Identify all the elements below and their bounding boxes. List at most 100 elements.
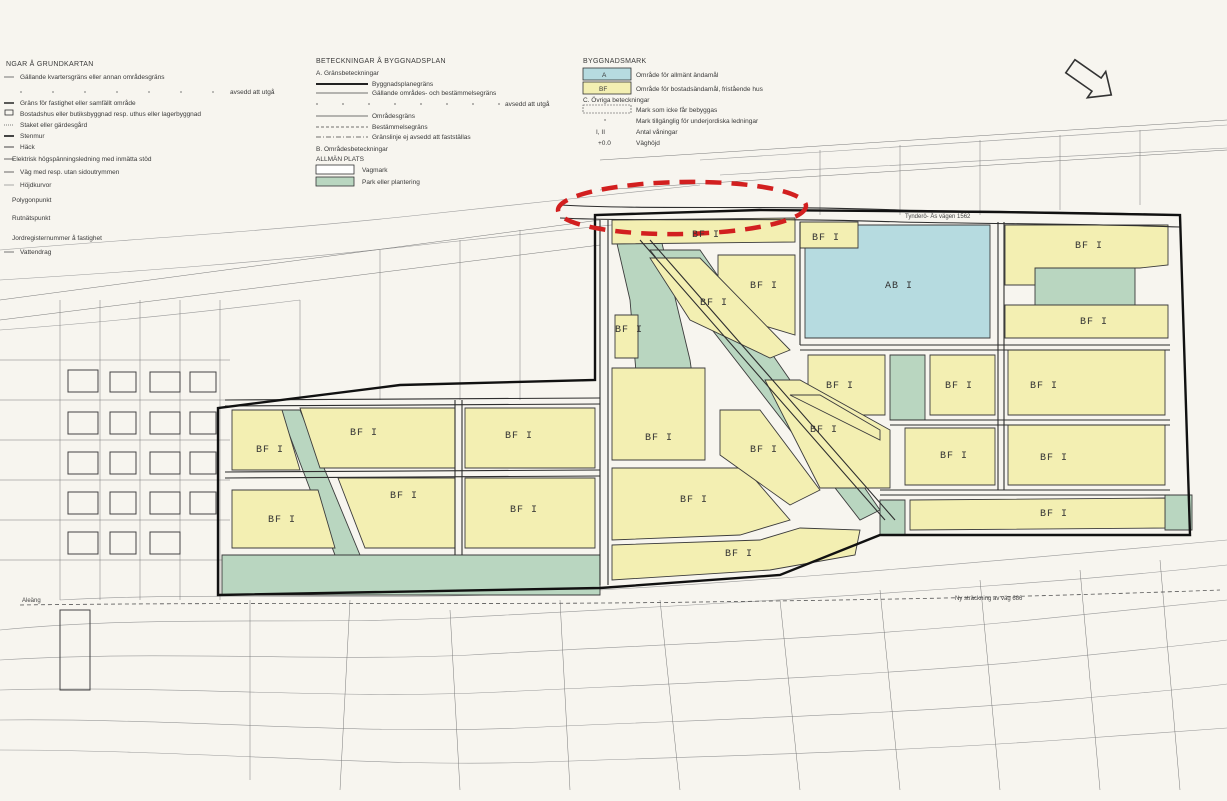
legend-mark-symbol: ▫	[604, 117, 606, 124]
zone-label: BF I	[1080, 317, 1108, 328]
legend-base-item: Bostadshus eller butiksbyggnad resp. uth…	[20, 111, 201, 118]
legend-plan-item: Områdesgräns	[372, 112, 416, 120]
zone-label: BF I	[700, 298, 728, 309]
legend-mark-code: I, II	[596, 129, 605, 136]
new-road-alignment	[19, 589, 1221, 606]
legend-base-map: NGAR Å GRUNDKARTAN Gällande kvartersgrän…	[4, 59, 275, 256]
zone-bf-diag-2	[719, 409, 821, 506]
zone-label: BF I	[750, 281, 778, 292]
zone-bf-s-2	[611, 367, 706, 461]
zone-label: BF I	[510, 505, 538, 516]
zone-label: BF I	[645, 433, 673, 444]
zone-bf-ne-2	[1004, 304, 1169, 339]
plan-boundary	[216, 208, 1192, 597]
park-southwest	[221, 554, 601, 596]
legend-base-item: Staket eller gärdesgård	[20, 121, 88, 129]
zone-bf-e-2	[1007, 424, 1166, 486]
zone-label: BF I	[945, 381, 973, 392]
legend-base-item: Häck	[20, 144, 36, 151]
legend-base-heading: NGAR Å GRUNDKARTAN	[6, 59, 94, 68]
legend-base-item: Rutnätspunkt	[12, 215, 50, 222]
legend-base-item: Gällande kvartersgräns eller annan områd…	[20, 73, 165, 81]
zone-label: BF I	[725, 549, 753, 560]
zone-label: BF I	[680, 495, 708, 506]
legend-plan-item: Vagmark	[362, 167, 388, 174]
legend-plan-item: Gränslinje ej avsedd att fastställas	[372, 134, 471, 141]
zone-bf-diag-1	[649, 257, 791, 359]
legend-mark-section-c: C. Övriga beteckningar	[583, 96, 650, 104]
legend-mark-heading: BYGGNADSMARK	[583, 58, 647, 65]
legend-base-item: Väg med resp. utan sidoutrymmen	[20, 169, 120, 176]
zone-bf-mid-2	[929, 354, 996, 416]
western-grid-blocks	[59, 369, 217, 691]
park-ne-strip	[1034, 267, 1136, 309]
legend-building-land: BYGGNADSMARK A Område för allmänt ändamå…	[582, 58, 764, 147]
legend-plan-section-b: B. Områdesbeteckningar	[316, 145, 389, 153]
zone-bf-w-4	[231, 489, 336, 549]
legend-base-item: Höjdkurvor	[20, 182, 52, 189]
legend-mark-item: Antal våningar	[636, 128, 678, 136]
zone-label: BF I	[1075, 241, 1103, 252]
zone-label: BF I	[940, 451, 968, 462]
legend-base-item: Jordregisternummer å fastighet	[12, 234, 102, 242]
legend-plan: BETECKNINGAR Å BYGGNADSPLAN A. Gränsbete…	[315, 56, 550, 187]
legend-plan-heading: BETECKNINGAR Å BYGGNADSPLAN	[316, 56, 446, 65]
property-grid	[0, 119, 1227, 791]
legend-base-item: Gräns för fastighet eller samfällt områd…	[20, 99, 136, 107]
legend-mark-code: +0.0	[598, 140, 611, 147]
zone-bf-w-5	[337, 477, 456, 549]
zone-bf-s-1	[464, 477, 596, 549]
zone-label: BF I	[615, 325, 643, 336]
legend-plan-item: Byggnadsplanegräns	[372, 81, 434, 88]
zone-bf-e-4	[909, 497, 1166, 531]
legend-mark-item: Område för allmänt ändamål	[636, 71, 719, 79]
legend-plan-item: Gällande områdes- och bestämmelsegräns	[372, 89, 497, 97]
southwest-label: Aleäng	[22, 598, 41, 604]
main-road-label: Tynderö- Ås vägen 1562	[905, 213, 971, 220]
public-area-ab	[804, 224, 991, 339]
zone-bf-narrow	[614, 314, 639, 359]
zone-label: BF I	[268, 515, 296, 526]
legend-plan-allman: ALLMÄN PLATS	[316, 155, 365, 163]
zone-label: BF I	[505, 431, 533, 442]
legend-plan-item: avsedd att utgå	[505, 100, 550, 108]
road-labels: Tynderö- Ås vägen 1562 Ny sträckning av …	[22, 213, 1023, 604]
legend-base-item: Elektrisk högspänningsledning med inmätt…	[12, 156, 152, 163]
legend-mark-item: Mark som icke får bebyggas	[636, 106, 718, 114]
zone-label: BF I	[810, 425, 838, 436]
highlight-ellipse	[555, 179, 809, 237]
zone-label: BF I	[692, 230, 720, 241]
legend-mark-item: Mark tillgänglig för underjordiska ledni…	[636, 118, 759, 125]
zone-bf-se	[611, 527, 861, 581]
legend-mark-item: Väghöjd	[636, 140, 660, 147]
zone-label: BF I	[390, 491, 418, 502]
zone-label: BF I	[1030, 381, 1058, 392]
zone-label: BF I	[256, 445, 284, 456]
legend-base-item: avsedd att utgå	[230, 88, 275, 96]
zone-bf-e-3	[789, 394, 881, 441]
zone-label: AB I	[885, 281, 913, 292]
legend-plan-item: Park eller plantering	[362, 179, 420, 186]
legend-base-item: Vattendrag	[20, 249, 52, 256]
legend-mark-code: BF	[599, 86, 607, 93]
zone-label: BF I	[826, 381, 854, 392]
zone-label: BF I	[812, 233, 840, 244]
zone-bf-ne-1	[1004, 224, 1169, 286]
zone-bf-w-1	[231, 409, 301, 471]
legend-mark-item: Område för bostadsändamål, fristående hu…	[636, 85, 764, 93]
legend-base-item: Stenmur	[20, 133, 45, 140]
zone-label: BF I	[1040, 509, 1068, 520]
legend-base-item: Polygonpunkt	[12, 197, 52, 204]
plan-zones	[221, 217, 1193, 596]
road-network	[224, 204, 1181, 585]
legend-plan-item: Bestämmelsegräns	[372, 124, 428, 131]
park-east-strip	[889, 354, 926, 421]
zone-labels: BF I BF I BF I AB I BF I BF I BF I BF I …	[256, 230, 1108, 560]
new-road-label: Ny sträckning av väg 686	[955, 596, 1023, 602]
zone-bf-s-3	[611, 467, 791, 541]
zone-label: BF I	[350, 428, 378, 439]
legend-mark-code: A	[602, 72, 607, 79]
zone-label: BF I	[1040, 453, 1068, 464]
